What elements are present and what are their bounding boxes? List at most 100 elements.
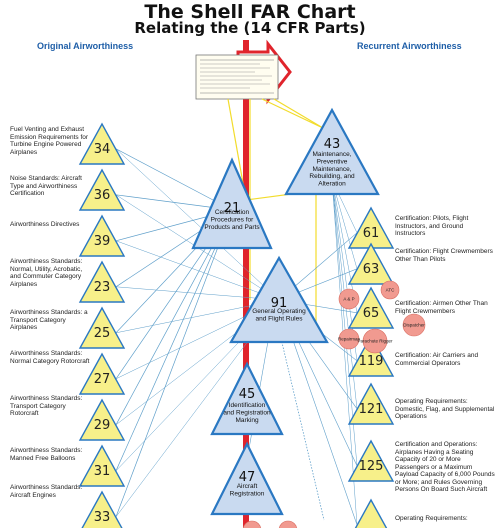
part-number: 61 [363,226,380,241]
yellow-triangle [347,242,395,285]
yellow-triangle [78,214,126,257]
part-number: 125 [359,459,384,474]
personnel-label: Dispatcher [403,323,425,328]
personnel-label: Repairman [338,337,361,342]
right-part-125: 125 [347,439,395,482]
personnel-atc: ATC [380,280,400,300]
part-number: 33 [94,510,111,525]
part-number: 65 [363,306,380,321]
part-number: 47 [239,470,256,485]
blue-triangle [191,157,273,250]
left-link-line [115,148,233,211]
part-number: 27 [94,372,111,387]
part-number: 23 [94,280,111,295]
left-link-line [115,148,280,301]
part-label: Preventive [317,158,348,165]
yellow-triangle [78,352,126,395]
red-spine [243,40,249,528]
part-number: 63 [363,262,380,277]
right-parts: 61 63 65 119 121 125 [347,206,395,528]
personnel-label: A & P [343,297,354,302]
right-part-61: 61 [347,206,395,249]
personnel-circle [338,328,360,350]
part-number: 121 [359,402,384,417]
part-label: General Operating [252,308,306,315]
part-label: Maintenance, [312,151,351,158]
personnel-circle [338,288,360,310]
left-part-description: Airworthiness Standards: Normal Category… [10,350,90,365]
left-part-31: 31 [78,444,126,487]
left-part-25: 25 [78,306,126,349]
part-label: Procedures for [211,216,254,223]
left-link-line [115,209,233,471]
part-number: 43 [324,137,341,152]
part-number: 34 [94,142,111,157]
left-link-line [115,209,233,517]
right-part-description: Certification: Airmen Other Than Flight … [395,300,488,315]
part-label: Registration [230,490,265,497]
left-part-27: 27 [78,352,126,395]
yellow-triangle [347,382,395,425]
left-part-description: Airworthiness Standards: Aircraft Engine… [10,484,83,499]
right-part-121: 121 [347,382,395,425]
yellow-triangle [354,498,388,528]
left-part-23: 23 [78,260,126,303]
right-part-119: 119 [347,334,395,377]
left-part-description: Airworthiness Standards: Manned Free Bal… [10,447,83,462]
personnel-label: ATC [386,288,395,293]
part-label: Maintenance, [312,166,351,173]
right-part-description: Certification: Air Carriers and Commerci… [395,352,479,367]
left-part-description: Airworthiness Directives [10,221,80,228]
part-label: Identification [229,402,266,409]
partial-circle [242,520,262,528]
left-part-description: Fuel Venting and Exhaust Emission Requir… [10,126,89,156]
part-label: Alteration [318,181,346,188]
right-part-description: Operating Requirements: [395,515,468,522]
part-label: and Registration [223,409,271,416]
right-part-description: Certification: Flight Crewmembers Other … [395,248,493,263]
left-part-36: 36 [78,168,126,211]
yellow-triangle [347,334,395,377]
part-label: Products and Parts [204,224,260,231]
personnel-a-p: A & P [338,288,360,310]
yellow-triangle [78,398,126,441]
left-part-34: 34 [78,122,126,165]
part-number: 39 [94,234,111,249]
left-part-description: Airworthiness Standards: Transport Categ… [10,395,83,417]
right-part-description: Certification: Pilots, Flight Instructor… [395,215,469,237]
left-column-heading: Original Airworthiness [37,41,134,51]
left-part-29: 29 [78,398,126,441]
right-part-description: Certification and Operations: Airplanes … [395,441,495,493]
part-label: Aircraft [237,483,258,490]
yellow-triangle [78,168,126,211]
personnel-repairman: Repairman [338,328,361,350]
part-number: 45 [239,387,256,402]
dotted-link-line [278,329,325,521]
blue-triangle [284,107,380,196]
connector-lines [115,148,358,525]
personnel-circle [380,280,400,300]
part-number: 91 [271,296,288,311]
right-column-heading: Recurrent Airworthiness [357,41,462,51]
certificate-document-icon [195,39,292,105]
blue-triangle [229,255,329,344]
right-link-line [331,179,358,525]
yellow-triangle [78,122,126,165]
right-part-63: 63 [347,242,395,285]
part-label: Marking [235,417,259,424]
chart-subtitle: Relating the (14 CFR Parts) [134,19,366,37]
left-part-description: Airworthiness Standards: a Transport Cat… [10,309,88,331]
personnel-label: Parachute Rigger [357,339,393,344]
blue-triangle [210,441,284,516]
part-number: 36 [94,188,111,203]
yellow-triangle [78,444,126,487]
right-part-description: Operating Requirements: Domestic, Flag, … [395,398,495,420]
